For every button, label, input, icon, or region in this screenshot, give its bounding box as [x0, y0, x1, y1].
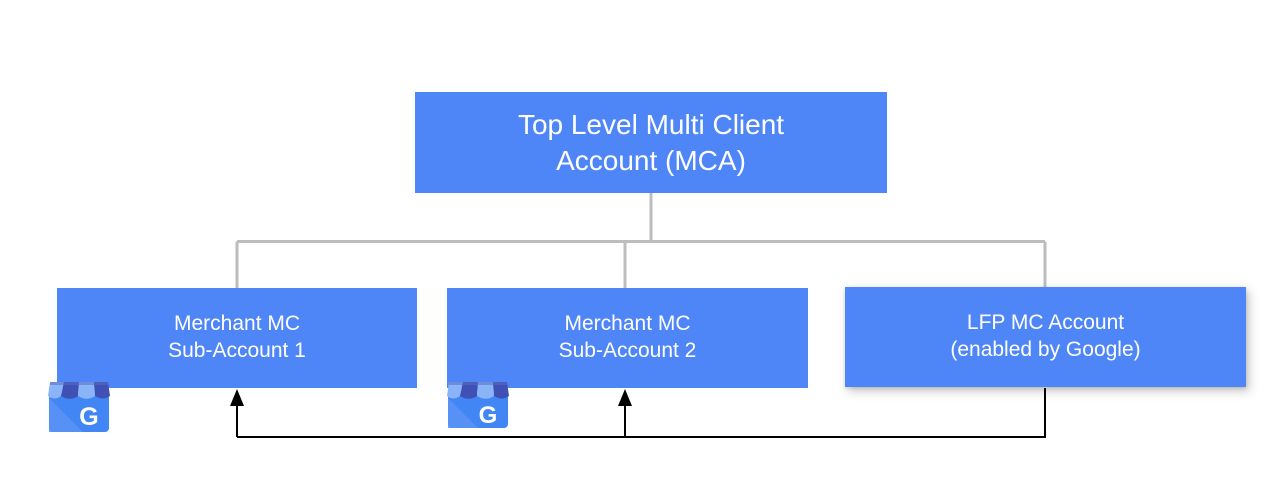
gmb-g-glyph: G	[79, 403, 98, 431]
gmb-awning-stripe-4	[94, 382, 110, 399]
google-my-business-icon: G	[447, 382, 509, 428]
gmb-g-glyph: G	[479, 402, 498, 428]
node-lfp-mc-account: LFP MC Account (enabled by Google)	[845, 287, 1246, 387]
node-top-level-mca: Top Level Multi Client Account (MCA)	[415, 92, 887, 193]
node-merchant-sub-account-2: Merchant MC Sub-Account 2	[447, 288, 808, 388]
gmb-awning-rail	[449, 382, 507, 385]
node-merchant-sub-account-2-label: Merchant MC Sub-Account 2	[558, 312, 697, 362]
node-merchant-sub-account-1-label: Merchant MC Sub-Account 1	[168, 312, 306, 362]
google-my-business-icon: G	[48, 382, 110, 432]
feed-arrowhead-sub1	[230, 389, 244, 406]
gmb-awning-stripe-3	[78, 382, 95, 399]
node-top-level-mca-label: Top Level Multi Client Account (MCA)	[517, 108, 785, 176]
feed-connector-bus	[237, 388, 1047, 439]
gmb-awning-stripe-2	[61, 382, 79, 399]
gmb-body-shade	[49, 398, 83, 432]
node-lfp-mc-account-label: LFP MC Account (enabled by Google)	[950, 311, 1141, 361]
feed-arrowhead-sub2	[618, 389, 632, 406]
gmb-awning-stripe-1	[48, 382, 64, 399]
node-merchant-sub-account-1: Merchant MC Sub-Account 1	[57, 288, 417, 388]
gmb-awning-rail	[50, 382, 108, 385]
